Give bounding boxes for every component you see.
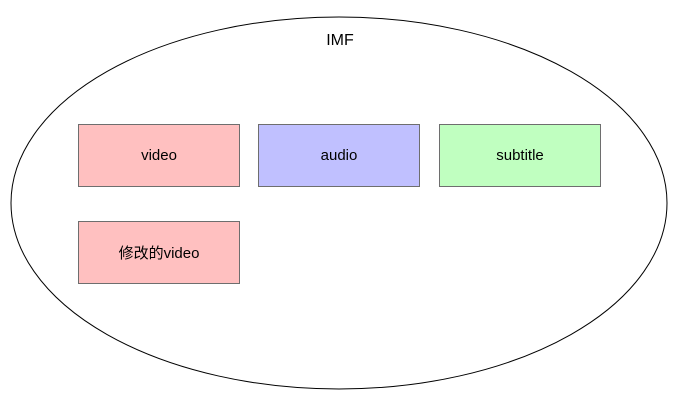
video-box[interactable]: video: [78, 124, 240, 187]
imf-container-label: IMF: [326, 32, 354, 49]
subtitle-box[interactable]: subtitle: [439, 124, 601, 187]
audio-box-label: audio: [320, 147, 358, 164]
subtitle-box-label: subtitle: [496, 147, 544, 164]
modified-video-box[interactable]: 修改的video: [78, 221, 240, 284]
audio-box[interactable]: audio: [258, 124, 420, 187]
modified-video-box-label: 修改的video: [118, 245, 200, 262]
imf-container-ellipse: [10, 16, 668, 390]
video-box-label: video: [141, 147, 177, 164]
